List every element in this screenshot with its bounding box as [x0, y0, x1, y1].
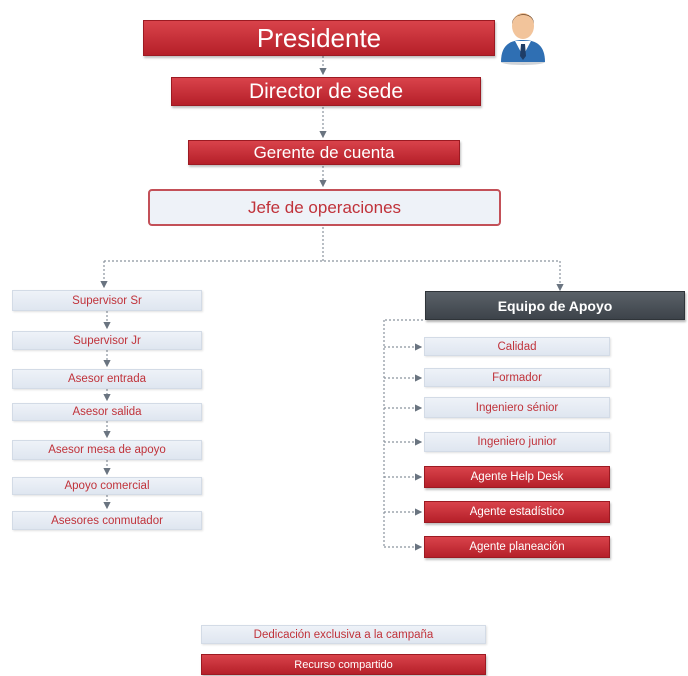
support-item: Calidad — [424, 337, 610, 356]
account-manager-box: Gerente de cuenta — [188, 140, 460, 165]
left-node: Apoyo comercial — [12, 477, 202, 495]
support-item: Ingeniero junior — [424, 432, 610, 452]
support-item: Agente Help Desk — [424, 466, 610, 488]
support-item-label: Agente Help Desk — [470, 471, 564, 483]
left-node: Supervisor Jr — [12, 331, 202, 350]
left-node: Asesor mesa de apoyo — [12, 440, 202, 460]
president-box: Presidente — [143, 20, 495, 56]
legend-shared: Recurso compartido — [201, 654, 486, 675]
person-icon — [495, 4, 551, 66]
president-label: Presidente — [256, 22, 382, 53]
legend-exclusive: Dedicación exclusiva a la campaña — [201, 625, 486, 644]
support-item-label: Formador — [492, 371, 542, 384]
left-node-label: Asesores conmutador — [51, 514, 163, 527]
operations-head-label: Jefe de operaciones — [247, 197, 402, 217]
left-node: Asesores conmutador — [12, 511, 202, 530]
support-item: Formador — [424, 368, 610, 387]
director-label: Director de sede — [248, 79, 404, 103]
support-item: Agente estadístico — [424, 501, 610, 523]
legend-shared-label: Recurso compartido — [294, 658, 393, 671]
left-node: Asesor entrada — [12, 369, 202, 389]
support-item-label: Agente planeación — [469, 541, 565, 553]
left-node-label: Supervisor Jr — [73, 334, 141, 347]
support-team-header: Equipo de Apoyo — [425, 291, 685, 320]
left-node-label: Asesor mesa de apoyo — [48, 444, 166, 456]
legend-exclusive-label: Dedicación exclusiva a la campaña — [253, 628, 434, 641]
director-box: Director de sede — [171, 77, 481, 106]
left-node: Asesor salida — [12, 403, 202, 421]
support-item-label: Calidad — [497, 340, 537, 353]
left-node-label: Apoyo comercial — [64, 480, 150, 492]
operations-head-box: Jefe de operaciones — [148, 189, 501, 226]
left-node-label: Asesor salida — [72, 406, 142, 418]
support-item: Ingeniero sénior — [424, 397, 610, 418]
support-item: Agente planeación — [424, 536, 610, 558]
left-node-label: Asesor entrada — [68, 373, 146, 385]
support-team-title: Equipo de Apoyo — [497, 297, 613, 314]
support-item-label: Ingeniero sénior — [475, 401, 559, 414]
left-node: Supervisor Sr — [12, 290, 202, 311]
support-item-label: Agente estadístico — [469, 506, 565, 518]
left-node-label: Supervisor Sr — [72, 294, 142, 307]
account-manager-label: Gerente de cuenta — [253, 142, 395, 162]
support-item-label: Ingeniero junior — [477, 436, 557, 448]
